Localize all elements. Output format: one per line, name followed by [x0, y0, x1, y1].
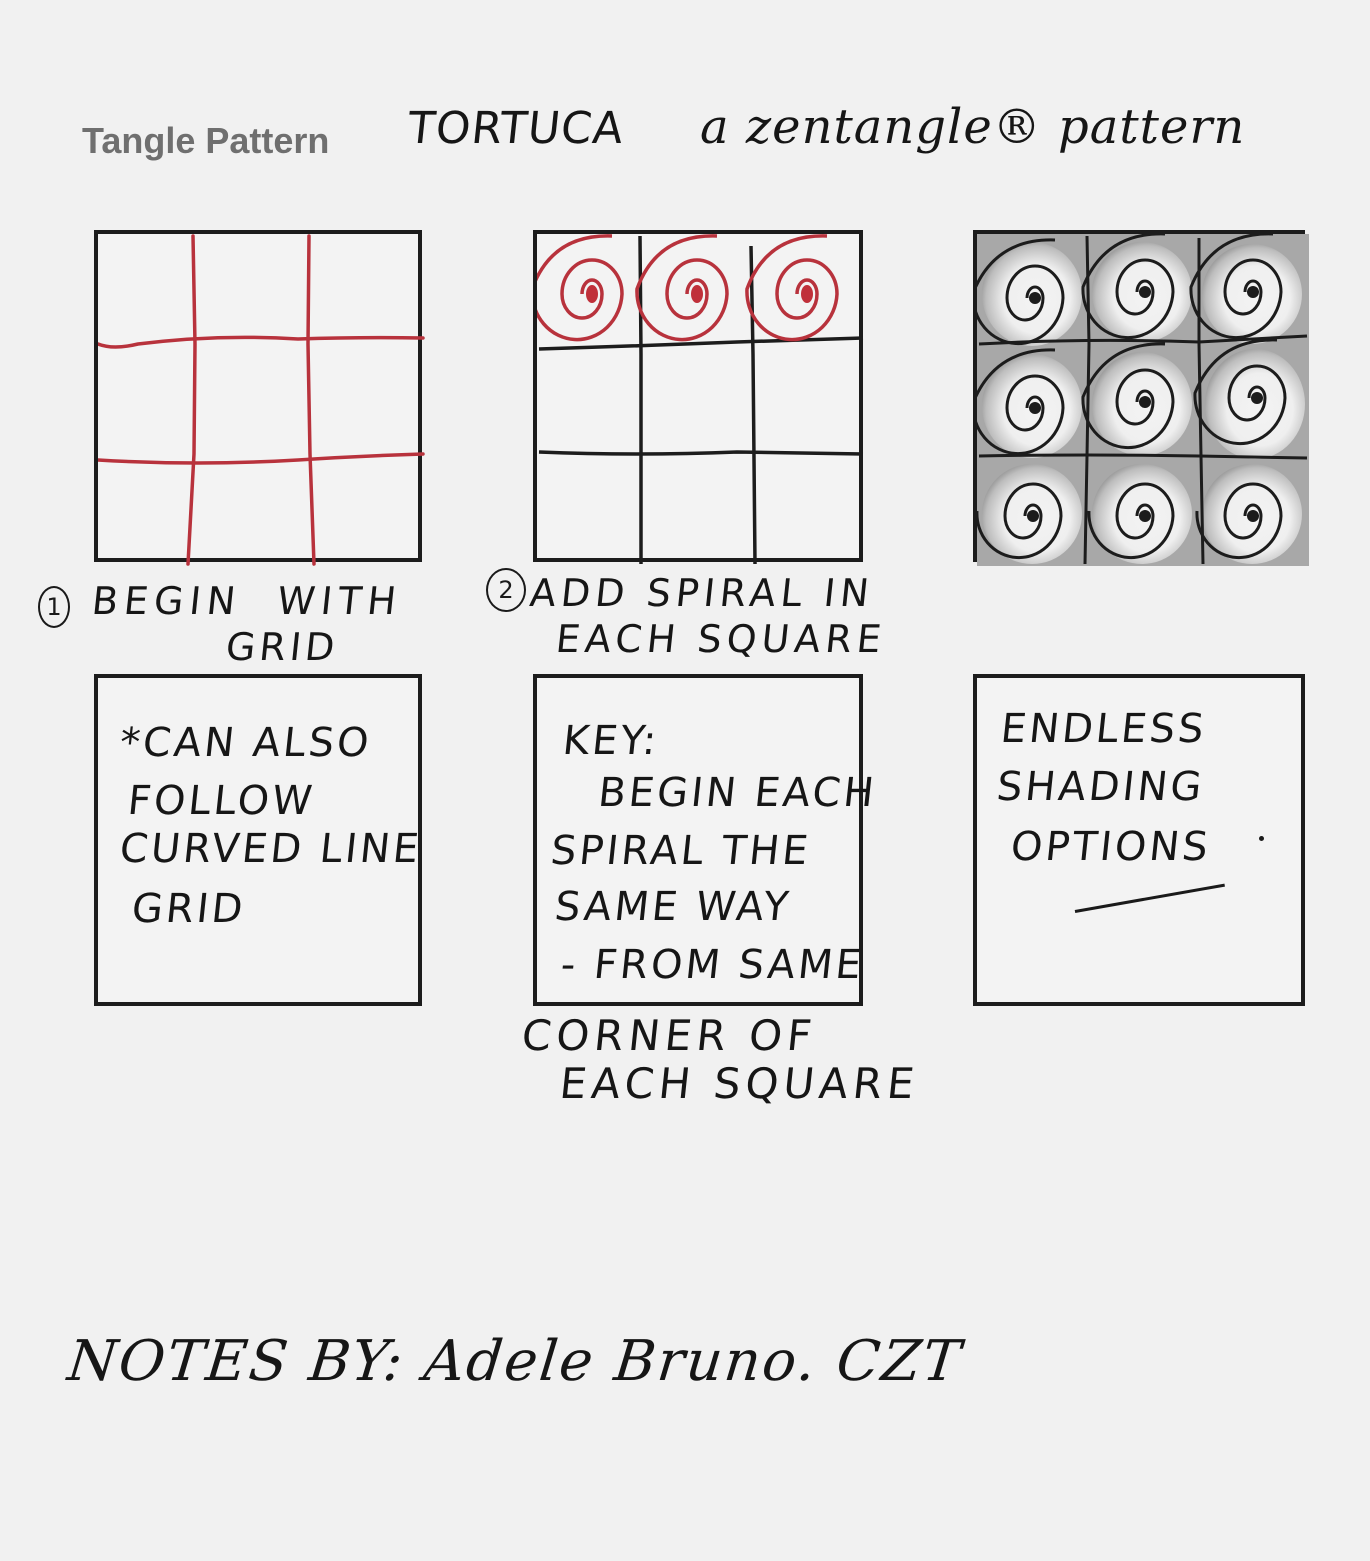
red-grid-drawing [98, 234, 425, 566]
red-spirals [537, 234, 839, 342]
step-2-tile [533, 230, 864, 565]
note-line: GRID [129, 886, 248, 932]
black-spirals [977, 234, 1287, 559]
printed-label: Tangle Pattern [82, 120, 330, 161]
note-shading-tile: ENDLESS SHADING OPTIONS [973, 674, 1305, 1006]
underline-stroke [1074, 883, 1225, 913]
step-1-caption-line1: BEGIN WITH [89, 579, 405, 623]
note-line: SAME WAY [552, 884, 794, 930]
step-2-caption-line2: EACH SQUARE [553, 617, 889, 661]
note-line: SHADING [994, 764, 1207, 810]
note-line: OPTIONS [1008, 824, 1214, 870]
key-continuation-line1: CORNER OF [519, 1011, 819, 1060]
pattern-name: TORTUCA [405, 103, 627, 154]
step-1-tile [94, 230, 425, 566]
note-line: SPIRAL THE [548, 828, 814, 874]
note-key-tile: KEY: BEGIN EACH SPIRAL THE SAME WAY - FR… [533, 674, 879, 1006]
ink-dot [1259, 836, 1264, 841]
step-2-caption-line1: ADD SPIRAL IN [527, 571, 876, 615]
pattern-subtitle: a zentangle® pattern [700, 99, 1246, 155]
note-curved-grid-tile: *CAN ALSO FOLLOW CURVED LINE GRID [94, 674, 424, 1006]
signature: NOTES BY: Adele Bruno. CZT [64, 1329, 966, 1394]
shaded-spiral-drawing [977, 234, 1309, 566]
spiral-grid-drawing [537, 234, 864, 565]
key-continuation-line2: EACH SQUARE [557, 1059, 922, 1108]
note-line: FOLLOW [125, 778, 318, 824]
note-line: *CAN ALSO [117, 720, 374, 766]
step-1-caption-line2: GRID [223, 625, 341, 669]
finished-tile [973, 230, 1309, 566]
step-1-number: 1 [38, 586, 70, 628]
step-2-number: 2 [486, 568, 526, 612]
note-line: BEGIN EACH [564, 770, 879, 816]
note-line: KEY: [560, 718, 662, 764]
note-line: ENDLESS [998, 706, 1209, 752]
note-line: - FROM SAME [558, 942, 867, 988]
note-line: CURVED LINE [117, 826, 424, 872]
